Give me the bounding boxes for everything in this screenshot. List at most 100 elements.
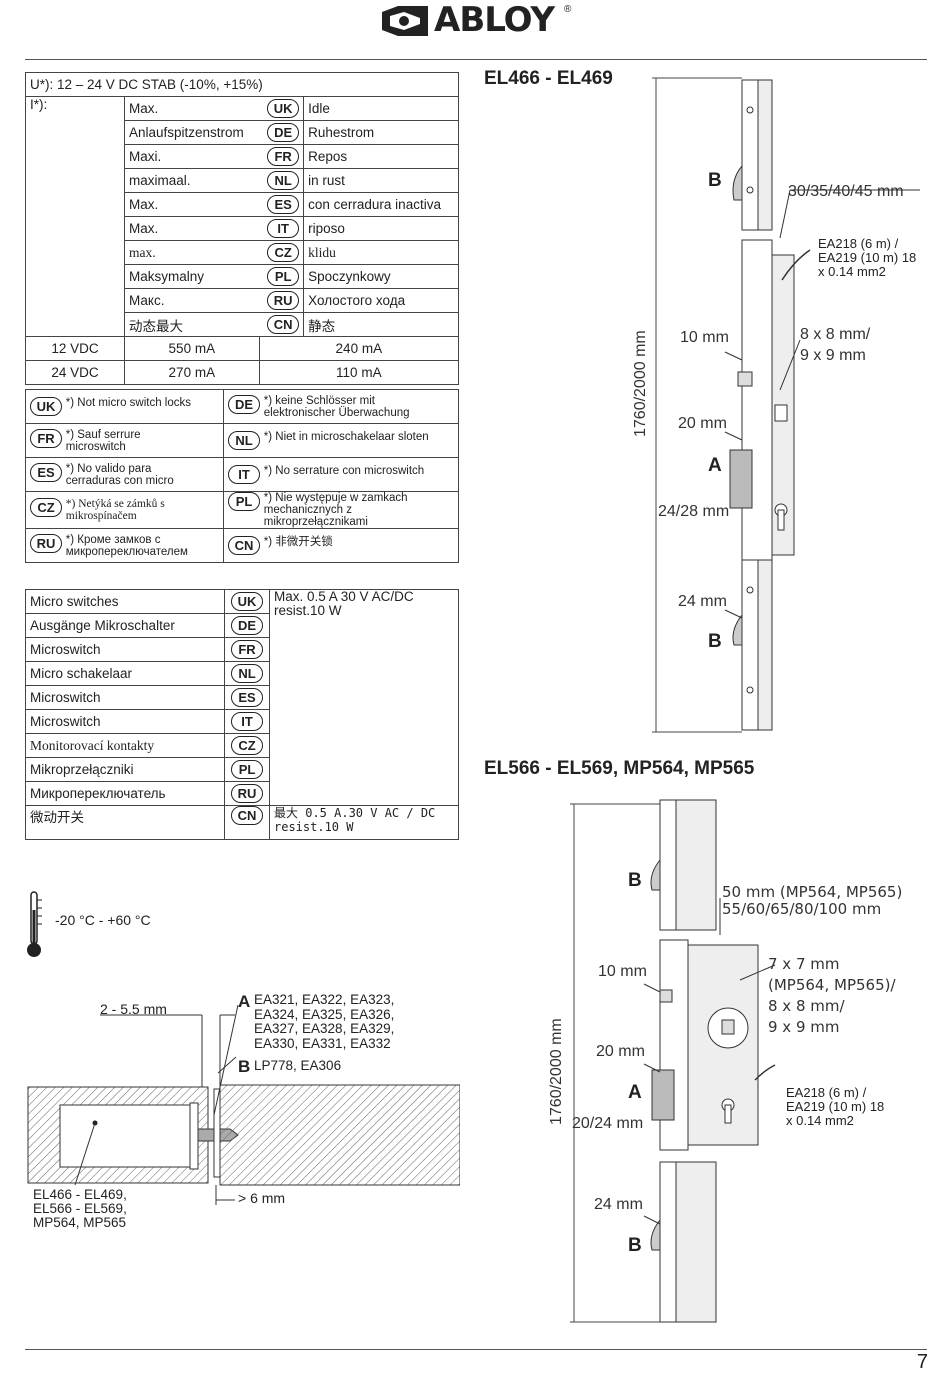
diagram1-title: EL466 - EL469 [484,68,613,89]
lang-badge: NL [267,171,300,190]
diagram2-lock-drawing [570,799,776,1323]
registered-mark: ® [564,4,572,15]
lang-badge: NL [231,664,263,683]
footnote-text: *) keine Schlösser mit elektronischer Üb… [263,394,410,419]
diagram2-label-b-bottom: B [628,1235,642,1256]
lock-models: EL466 - EL469, EL566 - EL569, MP564, MP5… [33,1188,127,1230]
footnote-text: *) No serrature con microswitch [263,465,425,477]
gap-dimension: 2 - 5.5 mm [100,1001,167,1017]
micro-spec-line1: Max. 0.5 A 30 V AC/DC [274,589,414,604]
spec-left: Max. [124,96,260,121]
cn-spec-line1: 最大 0.5 A.30 V AC / DC [274,806,436,820]
strike-plate [213,1088,221,1178]
diagram2-length: 1760/2000 mm [548,1018,565,1125]
diagram1-label-a: A [708,455,722,476]
backset-line: 50 mm (MP564, MP565) [722,883,903,901]
spec-left: maximaal. [124,168,260,193]
lock-model-line: EL566 - EL569, [33,1201,127,1216]
spec-right: Холостого хода [303,288,459,313]
diagram2-backset: 50 mm (MP564, MP565) 55/60/65/80/100 mm [722,884,902,918]
lang-badge: CZ [231,736,263,755]
main-forend [741,239,773,561]
lang-badge: FR [267,147,300,166]
electrical-spec-table: U*): 12 – 24 V DC STAB (-10%, +15%) I*):… [25,72,460,385]
diagram1-lock-drawing [652,77,920,733]
voltage-value: 24 VDC [25,360,125,385]
cable-line: x 0.14 mm2 [786,1113,854,1128]
forend [189,1102,199,1170]
micro-label: Micro schakelaar [25,661,225,686]
deadbolt [729,449,753,509]
lock-model-line: EL466 - EL469, [33,1187,127,1202]
backset-line: 55/60/65/80/100 mm [722,900,882,918]
spec-left: Макс. [124,288,260,313]
page-number: 7 [916,1351,928,1373]
strike-a-label: A [238,992,251,1011]
footnote-table: UK *) Not micro switch locks DE *) keine… [25,389,459,563]
micro-label: Monitorovací kontakty [25,733,225,758]
spec-left: Max. [124,216,260,241]
footnote-text: *) Not micro switch locks [65,397,192,409]
cable-line: EA218 (6 m) / [786,1085,867,1100]
footer-rule [25,1349,927,1350]
brand-name: ABLOY [434,0,555,40]
hook-bolt [732,613,743,646]
latch [659,989,673,1003]
diagram1-d24: 24 mm [678,593,727,610]
diagram1-label-b-top: B [708,170,722,191]
model-line: EA321, EA322, EA323, [254,992,395,1007]
spec-left: 动态最大 [124,312,260,337]
diagram1-follower: 8 x 8 mm/ 9 x 9 mm [800,324,870,366]
strike-b-label: B [238,1057,251,1076]
spec-right: Repos [303,144,459,169]
abloy-key-icon [382,6,428,36]
spec-left: Max. [124,192,260,217]
lang-badge: IT [228,465,260,484]
spec-right: Ruhestrom [303,120,459,145]
model-line: EA327, EA328, EA329, [254,1021,395,1036]
abloy-logo: ABLOY ® [380,0,572,40]
footnote-text: *) Nie występuje w zamkach mechanicznych… [263,492,408,528]
follower-square [774,404,788,422]
temperature-range: -20 °C - +60 °C [55,912,151,928]
max-current: 550 mA [124,336,260,361]
diagram2-label-b-top: B [628,870,642,891]
lang-badge: PL [267,267,300,286]
hook-bolt [650,1218,661,1251]
lang-badge: CN [231,806,263,825]
follower-line: (MP564, MP565)/ [768,976,896,994]
footnote-text: *) Sauf serrure microswitch [65,428,141,453]
footnote-text: *) Niet in microschakelaar sloten [263,431,429,443]
spec-right: in rust [303,168,459,193]
follower-line: 9 x 9 mm [800,347,866,364]
lock-model-line: MP564, MP565 [33,1215,127,1230]
lang-badge: IT [267,219,300,238]
lang-badge: NL [228,431,260,450]
micro-label: Microswitch [25,685,225,710]
installation-diagram [27,1004,460,1205]
spec-right: Idle [303,96,459,121]
cn-spec-line2: resist.10 W [274,820,354,834]
cable [781,249,811,281]
idle-current: 110 mA [258,360,460,385]
spec-left: max. [124,240,260,265]
cable-line: EA219 (10 m) 18 [786,1099,885,1114]
lang-badge: DE [228,394,260,414]
max-current: 270 mA [124,360,260,385]
hook-bolt [650,858,661,891]
idle-current: 240 mA [258,336,460,361]
deadbolt [651,1069,675,1121]
micro-label: Микропереключатель [25,781,225,806]
diagram2-cable-spec: EA218 (6 m) / EA219 (10 m) 18 x 0.14 mm2 [786,1086,884,1128]
lang-badge: PL [231,760,263,779]
header-rule [25,59,927,60]
lang-badge: FR [231,640,263,659]
lang-badge: RU [267,291,300,310]
cable-line: EA218 (6 m) / [818,236,899,251]
follower-square [721,1019,735,1035]
footnote-text: *) No valido para cerraduras con micro [65,462,174,487]
follower-line: 8 x 8 mm/ [768,997,845,1015]
lang-badge: ES [30,462,62,482]
diagram2-label-a: A [628,1082,642,1103]
